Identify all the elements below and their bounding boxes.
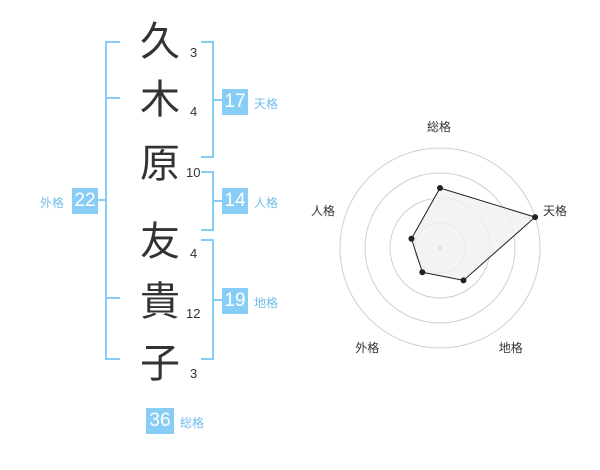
radar-axis-label-3: 地格	[498, 340, 523, 355]
radar-point-2	[532, 214, 539, 221]
name-char-5: 貴	[140, 279, 180, 325]
chikaku-value: 19	[222, 288, 248, 314]
stroke-count-3: 10	[186, 165, 201, 180]
chikaku-label: 地格	[254, 296, 279, 310]
soukaku-label: 総格	[180, 416, 205, 430]
stroke-count-5: 12	[186, 306, 201, 321]
radar-axis-label-4: 外格	[355, 340, 380, 355]
tenkaku-value: 17	[222, 89, 248, 115]
jinkaku-label: 人格	[254, 196, 279, 210]
jinkaku-value: 14	[222, 188, 248, 214]
stroke-count-1: 3	[190, 45, 198, 60]
name-char-3: 原	[140, 141, 180, 187]
gaikaku-label: 外格	[40, 196, 65, 210]
radar-axis-label-5: 人格	[310, 204, 335, 219]
radar-grid-ring	[364, 172, 516, 324]
stroke-count-2: 4	[190, 104, 198, 119]
radar-grid-ring	[339, 147, 541, 349]
tenkaku-label: 天格	[254, 97, 279, 111]
stroke-count-4: 4	[190, 246, 198, 261]
radar-point-4	[419, 269, 426, 276]
name-char-4: 友	[140, 219, 180, 265]
radar-point-1	[437, 185, 443, 191]
name-char-1: 久	[140, 19, 180, 65]
radar-point-3	[460, 277, 467, 284]
stroke-count-6: 3	[190, 366, 198, 381]
radar-axis-label-1: 総格	[427, 120, 452, 134]
gaikaku-value: 22	[72, 188, 98, 214]
name-char-6: 子	[140, 341, 180, 387]
radar-series-polygon	[410, 187, 537, 281]
radar-point-5	[408, 235, 415, 242]
name-char-2: 木	[140, 77, 180, 123]
soukaku-value: 36	[146, 408, 174, 434]
radar-axis-label-2: 天格	[543, 204, 568, 219]
